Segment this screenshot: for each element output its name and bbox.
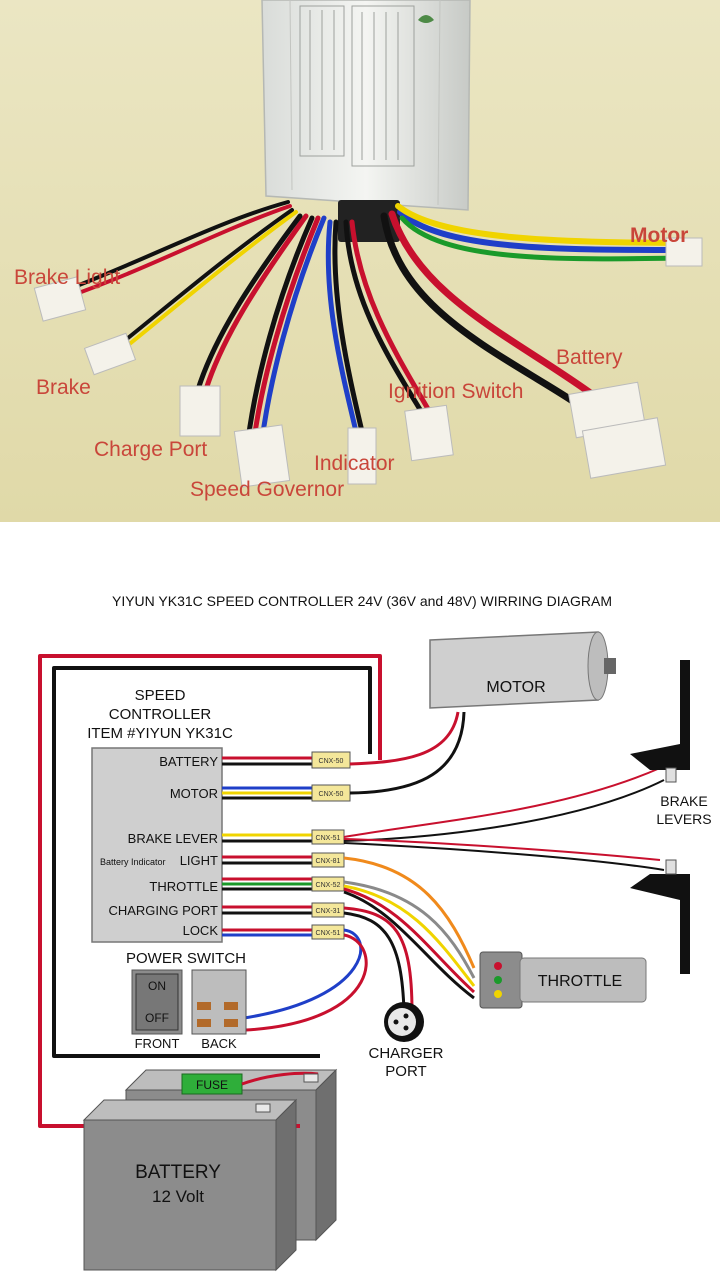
- batteries: FUSE BATTERY 12 Volt: [82, 1068, 338, 1272]
- motor-label: MOTOR: [486, 679, 545, 696]
- port-throttle: THROTTLE: [149, 879, 218, 894]
- motor: MOTOR: [349, 631, 616, 795]
- connector-charging: CNX-31: [316, 908, 341, 915]
- connector-battery: CNX-50: [319, 758, 344, 765]
- controller-heading-1: SPEED: [135, 687, 186, 704]
- switch-off: OFF: [145, 1011, 169, 1025]
- port-light: LIGHT: [180, 853, 218, 868]
- wiring-diagram: YIYUN YK31C SPEED CONTROLLER 24V (36V an…: [0, 522, 720, 1278]
- switch-on: ON: [148, 979, 166, 993]
- power-switch-title: POWER SWITCH: [126, 950, 246, 967]
- label-ignition-switch: Ignition Switch: [388, 380, 523, 403]
- port-battery-indicator: Battery Indicator: [100, 857, 166, 867]
- label-motor: Motor: [630, 224, 688, 247]
- connector-brake: CNX-51: [316, 835, 341, 842]
- brake-levers-label-1: BRAKE: [660, 793, 707, 809]
- controller-heading-2: CONTROLLER: [109, 706, 212, 723]
- charger-port-label-1: CHARGER: [368, 1045, 443, 1062]
- photo-wires: [33, 200, 703, 488]
- fuse-label: FUSE: [196, 1078, 228, 1092]
- outer-wires: [38, 654, 382, 1128]
- port-battery: BATTERY: [159, 754, 218, 769]
- throttle: THROTTLE: [343, 856, 647, 1009]
- label-speed-governor: Speed Governor: [190, 478, 344, 501]
- connector-motor: CNX-50: [319, 791, 344, 798]
- brake-levers: BRAKE LEVERS: [343, 660, 712, 974]
- switch-back: BACK: [201, 1036, 237, 1051]
- label-brake: Brake: [36, 376, 91, 399]
- port-charging-port: CHARGING PORT: [108, 903, 218, 918]
- connector-throttle: CNX-52: [316, 882, 341, 889]
- brake-levers-label-2: LEVERS: [656, 811, 711, 827]
- charger-port-label-2: PORT: [385, 1063, 426, 1080]
- speed-controller: SPEED CONTROLLER ITEM #YIYUN YK31C BATTE…: [87, 687, 233, 943]
- label-battery: Battery: [556, 346, 623, 369]
- label-charge-port: Charge Port: [94, 438, 207, 461]
- connectors: CNX-50 CNX-50 CNX-51 CNX-81 CNX-52 CNX-3…: [311, 751, 351, 940]
- power-switch: POWER SWITCH ON OFF FRONT BACK: [126, 928, 368, 1051]
- port-brake-lever: BRAKE LEVER: [128, 831, 218, 846]
- controller-photo: Brake Light Brake Charge Port Speed Gove…: [0, 0, 720, 522]
- charger-port: CHARGER PORT: [343, 906, 444, 1080]
- connector-lock: CNX-51: [316, 930, 341, 937]
- controller-heading-3: ITEM #YIYUN YK31C: [87, 725, 233, 742]
- throttle-label: THROTTLE: [538, 973, 622, 990]
- diagram-title: YIYUN YK31C SPEED CONTROLLER 24V (36V an…: [112, 593, 612, 609]
- port-lock: LOCK: [183, 923, 219, 938]
- controller-wires: [222, 756, 312, 937]
- battery-label-2: 12 Volt: [152, 1187, 204, 1206]
- switch-front: FRONT: [135, 1036, 180, 1051]
- port-motor: MOTOR: [170, 786, 218, 801]
- label-brake-light: Brake Light: [14, 266, 120, 289]
- battery-label-1: BATTERY: [135, 1162, 221, 1183]
- connector-light: CNX-81: [316, 858, 341, 865]
- label-indicator: Indicator: [314, 452, 395, 475]
